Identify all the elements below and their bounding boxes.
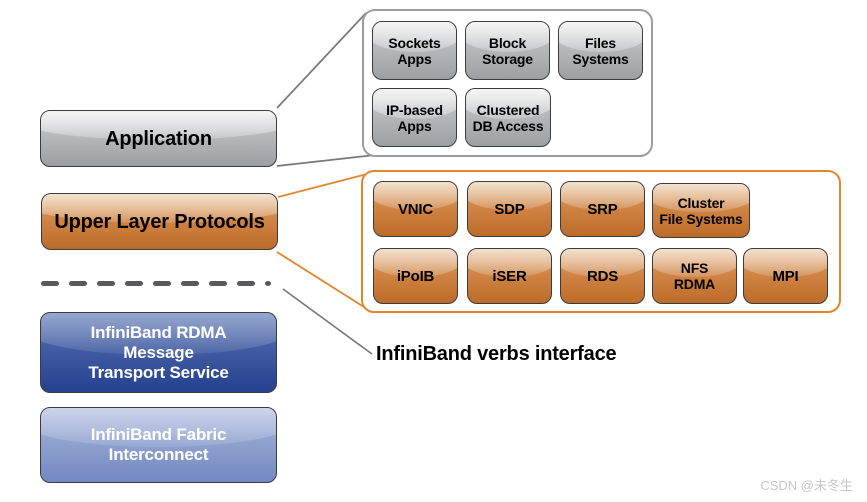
application-group-connector-top-line — [276, 12, 367, 109]
files-systems-box: Files Systems — [558, 21, 643, 80]
ip-based-apps-label: IP-based Apps — [386, 101, 443, 134]
verbs-interface-pointer-line — [282, 288, 373, 355]
rdma-transport-service-label: InfiniBand RDMA Message Transport Servic… — [88, 322, 229, 382]
cluster-file-systems-label: Cluster File Systems — [659, 194, 743, 227]
ipoib-box: iPoIB — [373, 248, 458, 304]
verbs-interface-dashed-separator — [41, 281, 271, 286]
sdp-box: SDP — [467, 181, 552, 237]
rds-label: RDS — [586, 267, 619, 285]
watermark-text: CSDN @未冬生 — [760, 478, 853, 493]
protocol-group-connector-top-line — [277, 172, 372, 198]
sockets-apps-box: Sockets Apps — [372, 21, 457, 80]
vnic-box: VNIC — [373, 181, 458, 237]
protocol-group-connector-bottom-line — [276, 251, 365, 308]
verbs-interface-annotation: InfiniBand verbs interface — [376, 343, 617, 365]
dash-segment — [41, 281, 59, 286]
mpi-box: MPI — [743, 248, 828, 304]
nfs-rdma-box: NFS RDMA — [652, 248, 737, 304]
fabric-interconnect-label: InfiniBand Fabric Interconnect — [90, 425, 227, 464]
clustered-db-access-box: Clustered DB Access — [465, 88, 551, 147]
srp-label: SRP — [587, 200, 618, 218]
application-group-connector-bottom-line — [276, 154, 376, 167]
sdp-label: SDP — [494, 200, 525, 218]
iser-box: iSER — [467, 248, 552, 304]
fabric-interconnect-box: InfiniBand Fabric Interconnect — [40, 407, 277, 483]
dash-end-dot — [265, 281, 271, 286]
rdma-transport-service-box: InfiniBand RDMA Message Transport Servic… — [40, 312, 277, 393]
dash-segment — [237, 281, 255, 286]
ipoib-label: iPoIB — [396, 267, 435, 285]
iser-label: iSER — [492, 267, 527, 285]
upper-layer-protocols-box: Upper Layer Protocols — [41, 193, 278, 250]
files-systems-label: Files Systems — [572, 34, 629, 67]
ip-based-apps-box: IP-based Apps — [372, 88, 457, 147]
clustered-db-access-label: Clustered DB Access — [472, 101, 544, 134]
block-storage-box: Block Storage — [465, 21, 550, 80]
upper-layer-protocols-label: Upper Layer Protocols — [54, 210, 265, 233]
dash-segment — [69, 281, 87, 286]
block-storage-label: Block Storage — [482, 34, 533, 67]
dash-segment — [97, 281, 115, 286]
sockets-apps-label: Sockets Apps — [388, 34, 441, 67]
dash-segment — [181, 281, 199, 286]
dash-segment — [209, 281, 227, 286]
cluster-file-systems-box: Cluster File Systems — [652, 183, 750, 238]
vnic-label: VNIC — [397, 200, 434, 218]
dash-segment — [153, 281, 171, 286]
srp-box: SRP — [560, 181, 645, 237]
rds-box: RDS — [560, 248, 645, 304]
nfs-rdma-label: NFS RDMA — [673, 260, 716, 292]
mpi-label: MPI — [772, 267, 799, 285]
application-layer-box: Application — [40, 110, 277, 167]
dash-segment — [125, 281, 143, 286]
application-layer-label: Application — [105, 127, 212, 150]
